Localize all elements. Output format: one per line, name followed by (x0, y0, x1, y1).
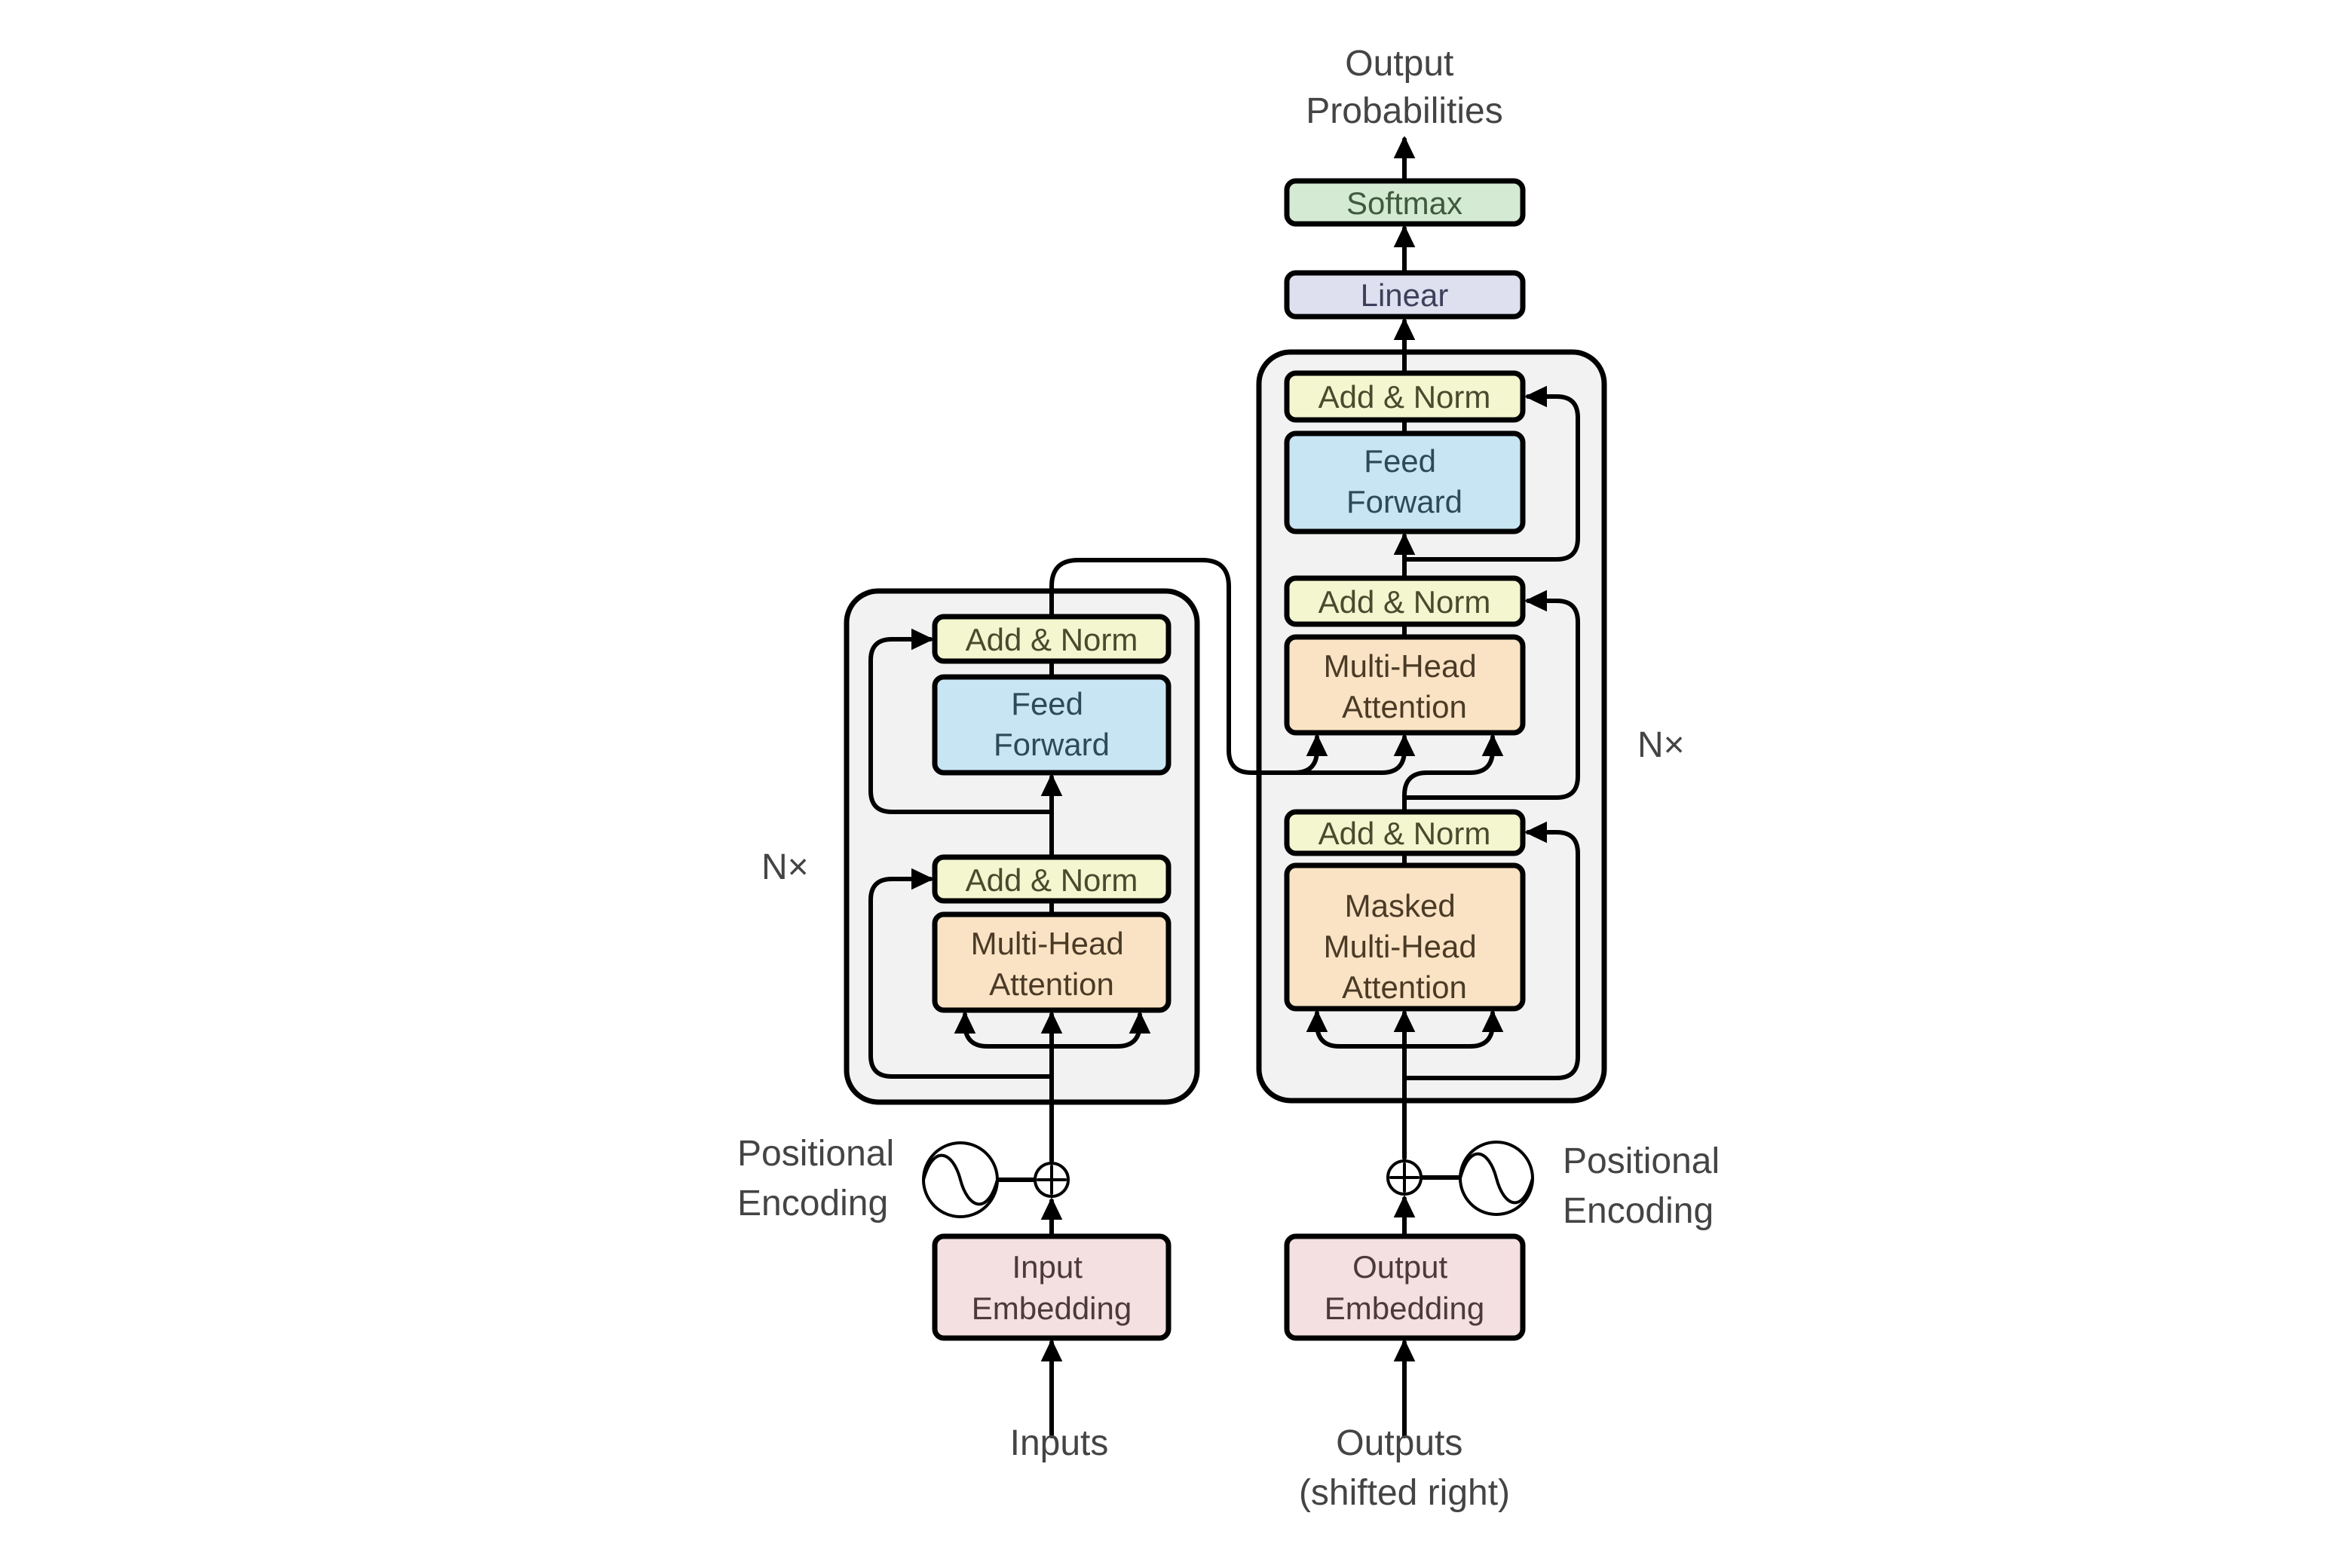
encoder-multi-head-attention: Multi-Head Attention (932, 911, 1171, 1013)
decoder-attention-line-1: Multi-Head (1324, 648, 1477, 684)
output-embedding-line-2: Embedding (1325, 1291, 1484, 1326)
decoder-add-norm-mid-label: Add & Norm (1318, 584, 1491, 620)
encoder-positional-encoding-label: Positional Encoding (737, 1134, 904, 1223)
encoder-add-norm-bottom: Add & Norm (932, 854, 1171, 904)
decoder-attention-line-2: Attention (1342, 689, 1467, 724)
decoder-feed-forward: Feed Forward (1284, 430, 1526, 534)
decoder-add-norm-top-label: Add & Norm (1318, 379, 1491, 415)
output-embedding-line-1: Output (1352, 1249, 1447, 1285)
linear-box: Linear (1284, 270, 1526, 320)
encoder-attention-label: Multi-Head Attention (971, 926, 1133, 1002)
decoder-feed-forward-label: Feed Forward (1346, 443, 1462, 519)
decoder-residual-masked (1402, 821, 1580, 1080)
encoder-sine-wave-icon (922, 1141, 999, 1218)
softmax-label: Softmax (1346, 185, 1462, 221)
decoder-residual-ff (1402, 385, 1580, 562)
encoder-block (844, 588, 1200, 1105)
input-embedding-box: Input Embedding (932, 1233, 1171, 1341)
encoder-feed-forward-label: Feed Forward (994, 686, 1110, 762)
decoder-masked-multi-head-attention: Masked Multi-Head Attention (1284, 862, 1526, 1012)
softmax-box: Softmax (1284, 178, 1526, 227)
input-embedding-line-2: Embedding (972, 1291, 1132, 1326)
decoder-ff-line-1: Feed (1364, 443, 1436, 479)
encoder-add-operator-icon (1034, 1162, 1070, 1198)
output-probabilities-label: Output Probabilities (1306, 44, 1502, 131)
decoder-masked-fan-right (1402, 1009, 1504, 1049)
decoder-positional-encoding-label: Positional Encoding (1563, 1141, 1729, 1231)
encoder-feed-forward: Feed Forward (932, 674, 1171, 776)
encoder-attention-fan-right (1049, 1011, 1151, 1049)
decoder-ff-line-2: Forward (1346, 484, 1462, 519)
decoder-pe-line-1: Positional (1563, 1141, 1720, 1181)
output-embedding-box: Output Embedding (1284, 1233, 1526, 1341)
encoder-to-decoder-connection (1049, 558, 1328, 775)
encoder-to-decoder-value-branch (1292, 733, 1416, 775)
masked-attention-line-3: Attention (1342, 969, 1467, 1005)
encoder-attention-fan-left (954, 1011, 1054, 1049)
wires (868, 136, 1580, 1438)
encoder-ff-line-1: Feed (1011, 686, 1083, 721)
output-probabilities-line-1: Output (1345, 44, 1453, 84)
encoder-ff-line-2: Forward (994, 727, 1110, 762)
decoder-pe-line-2: Encoding (1563, 1191, 1714, 1231)
encoder-residual-mha (868, 868, 1054, 1079)
inputs-label: Inputs (1010, 1423, 1109, 1463)
encoder-add-norm-bottom-label: Add & Norm (966, 862, 1138, 898)
encoder-pe-line-2: Encoding (737, 1184, 888, 1223)
decoder-masked-fan-left (1306, 1009, 1407, 1049)
decoder-add-norm-mid: Add & Norm (1284, 575, 1526, 627)
decoder-repeat-label: N× (1637, 725, 1685, 765)
masked-attention-line-1: Masked (1345, 888, 1456, 923)
decoder-add-operator-icon (1386, 1159, 1423, 1196)
decoder-add-norm-bottom: Add & Norm (1284, 809, 1526, 856)
decoder-query-to-cross-attention (1402, 733, 1504, 814)
encoder-add-norm-top-label: Add & Norm (966, 622, 1138, 657)
decoder-multi-head-attention: Multi-Head Attention (1284, 634, 1526, 736)
linear-label: Linear (1361, 277, 1449, 313)
output-probabilities-line-2: Probabilities (1306, 91, 1502, 131)
input-embedding-label: Input Embedding (972, 1249, 1132, 1326)
outputs-line-1: Outputs (1336, 1423, 1462, 1463)
decoder-add-norm-top: Add & Norm (1284, 370, 1526, 423)
decoder-sine-wave-icon (1459, 1141, 1534, 1216)
masked-attention-line-2: Multi-Head (1324, 929, 1477, 964)
decoder-residual-cross (1402, 590, 1580, 800)
encoder-attention-line-1: Multi-Head (971, 926, 1124, 961)
decoder-attention-label: Multi-Head Attention (1324, 648, 1486, 724)
input-embedding-line-1: Input (1012, 1249, 1083, 1285)
outputs-label: Outputs (shifted right) (1299, 1423, 1510, 1513)
encoder-repeat-label: N× (761, 847, 809, 887)
output-embedding-label: Output Embedding (1325, 1249, 1484, 1326)
decoder-masked-attention-label: Masked Multi-Head Attention (1324, 888, 1486, 1005)
outputs-line-2: (shifted right) (1299, 1473, 1510, 1513)
encoder-pe-line-1: Positional (737, 1134, 894, 1174)
encoder-add-norm-top: Add & Norm (932, 614, 1171, 664)
encoder-residual-ff (868, 628, 1054, 814)
decoder-add-norm-bottom-label: Add & Norm (1318, 816, 1491, 851)
encoder-attention-line-2: Attention (989, 966, 1114, 1002)
